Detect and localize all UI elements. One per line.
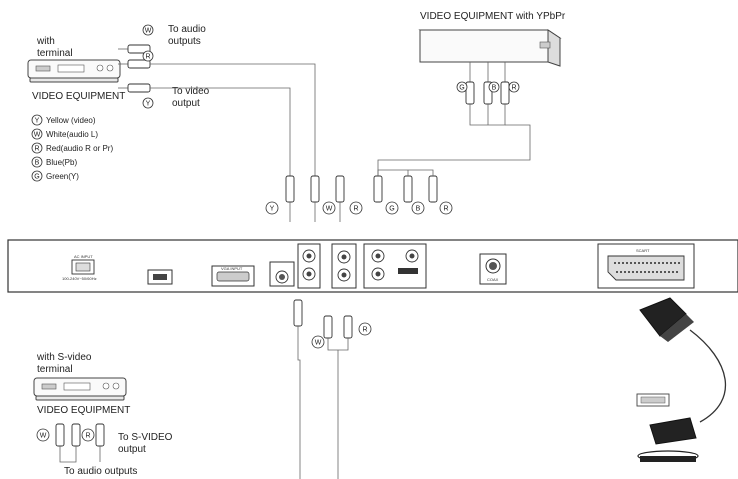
svideo-device-plug-r xyxy=(71,423,81,447)
scart-cable-group xyxy=(636,297,727,462)
svg-text:R: R xyxy=(145,54,150,61)
legend-blue: Blue(Pb) xyxy=(46,158,77,167)
svg-text:W: W xyxy=(40,433,47,440)
ypbpr-equipment-device xyxy=(418,29,562,67)
svg-text:G: G xyxy=(389,206,394,213)
color-legend: Y Yellow (video) W White(audio L) R Red(… xyxy=(31,114,113,182)
svideo-device-plug-s xyxy=(95,423,105,447)
scart-port: SCART xyxy=(597,243,695,289)
svideo-device-label: VIDEO EQUIPMENT xyxy=(37,405,130,416)
audio-plug-w-bottom xyxy=(323,315,333,339)
svg-text:COAX: COAX xyxy=(487,277,499,282)
coax-port: COAX xyxy=(479,253,507,285)
to-audio-label-2: outputs xyxy=(168,36,201,47)
scart-plug-bottom xyxy=(649,417,697,445)
top-left-terminal-text: terminal xyxy=(37,48,73,59)
bottom-mid-plugs: W R xyxy=(293,299,372,479)
composite-ports xyxy=(297,243,321,289)
back-panel: AC INPUT 100-240V~50/60Hz VGA INPUT xyxy=(7,239,738,293)
ypbpr-device-group: VIDEO EQUIPMENT with YPbPr G B R xyxy=(377,11,566,176)
svg-text:W: W xyxy=(326,206,333,213)
to-video-label-1: To video xyxy=(172,86,210,97)
top-left-device-group: with terminal VIDEO EQUIPMENT W R Y To xyxy=(27,24,316,176)
svg-text:Y: Y xyxy=(146,101,151,108)
svg-text:W: W xyxy=(315,340,322,347)
legend-red: Red(audio R or Pr) xyxy=(46,144,113,153)
svg-text:B: B xyxy=(35,160,40,167)
cable-video-to-middle xyxy=(150,87,291,176)
svg-text:Y: Y xyxy=(35,118,40,125)
middle-plugs-composite: Y W R xyxy=(265,175,363,222)
svg-text:W: W xyxy=(145,28,152,35)
svg-text:SCART: SCART xyxy=(636,248,650,253)
component-ports xyxy=(363,243,427,289)
to-video-label-2: output xyxy=(172,98,200,109)
svg-text:100-240V~50/60Hz: 100-240V~50/60Hz xyxy=(62,276,97,281)
legend-yellow: Yellow (video) xyxy=(46,116,96,125)
svg-text:W: W xyxy=(34,132,41,139)
ac-input-port: AC INPUT 100-240V~50/60Hz xyxy=(62,254,97,281)
scart-cable xyxy=(689,329,727,423)
svg-text:R: R xyxy=(85,433,90,440)
svg-text:G: G xyxy=(34,174,39,181)
audio-plug-r-bottom xyxy=(343,315,353,339)
legend-green: Green(Y) xyxy=(46,172,79,181)
cable-audio-to-middle xyxy=(150,63,316,176)
svideo-plug xyxy=(293,299,303,327)
svideo-with-text: with S-video xyxy=(36,352,92,363)
middle-plugs-component: G B R xyxy=(373,169,453,215)
code-circle-y-top xyxy=(142,97,154,109)
svideo-device-plug-w xyxy=(55,423,65,447)
scart-plug-top xyxy=(639,297,694,342)
hdmi-port xyxy=(147,269,173,285)
audio-out-ports xyxy=(331,243,357,289)
to-audio-label-1: To audio xyxy=(168,24,206,35)
svg-text:VGA INPUT: VGA INPUT xyxy=(221,266,243,271)
code-circle-r-top xyxy=(142,50,154,62)
tv-scart-socket xyxy=(636,393,670,407)
svg-text:G: G xyxy=(459,85,464,92)
cinch-plug-yellow xyxy=(127,83,151,93)
svg-text:R: R xyxy=(511,85,516,92)
ypbpr-plug-g xyxy=(465,81,475,105)
svg-text:Y: Y xyxy=(270,206,275,213)
cable-svideo-down xyxy=(297,344,301,479)
top-left-with-text: with xyxy=(36,36,55,47)
svideo-device-group: with S-video terminal VIDEO EQUIPMENT W … xyxy=(33,352,173,477)
video-equipment-device-top xyxy=(27,59,121,83)
svg-text:B: B xyxy=(492,85,497,92)
vga-port: VGA INPUT xyxy=(211,265,255,287)
to-svideo-label-2: output xyxy=(118,444,146,455)
code-circle-w-top xyxy=(142,24,154,36)
ypbpr-title: VIDEO EQUIPMENT with YPbPr xyxy=(420,11,566,22)
top-left-device-label: VIDEO EQUIPMENT xyxy=(32,91,125,102)
svideo-port xyxy=(269,261,295,287)
cinch-plug-white xyxy=(127,44,151,54)
legend-white: White(audio L) xyxy=(46,130,98,139)
video-equipment-device-bottom xyxy=(33,377,127,401)
cable-ypbpr-to-middle xyxy=(377,124,531,176)
svg-text:AC INPUT: AC INPUT xyxy=(74,254,93,259)
tv-stand xyxy=(637,450,699,462)
svg-text:R: R xyxy=(34,146,39,153)
svg-text:R: R xyxy=(443,206,448,213)
to-audio-outputs-label: To audio outputs xyxy=(64,466,137,477)
svg-text:R: R xyxy=(362,327,367,334)
svideo-terminal-text: terminal xyxy=(37,364,73,375)
svg-text:R: R xyxy=(353,206,358,213)
to-svideo-label-1: To S-VIDEO xyxy=(118,432,173,443)
svg-text:B: B xyxy=(416,206,421,213)
ypbpr-plug-r xyxy=(500,81,510,105)
